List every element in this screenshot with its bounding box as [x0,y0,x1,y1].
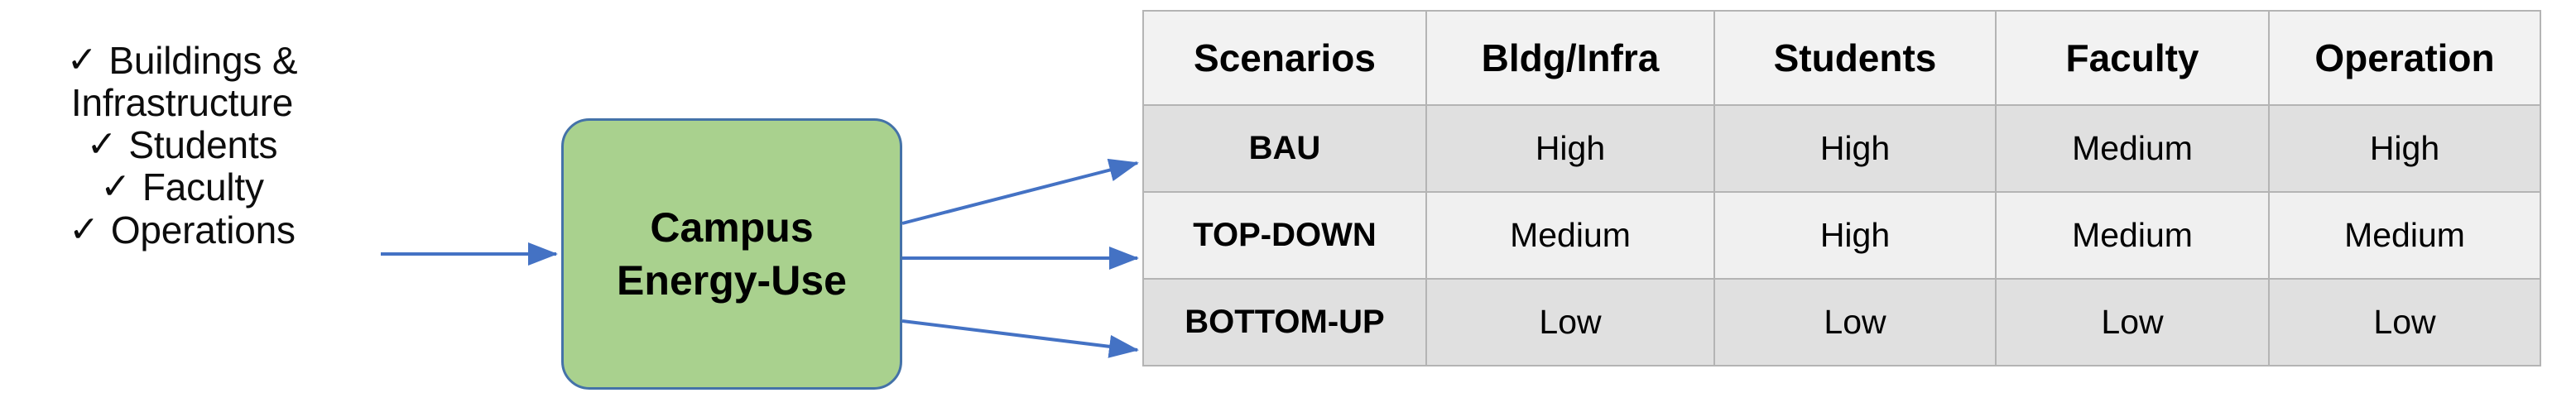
table-row: BOTTOM-UP Low Low Low Low [1142,278,2541,366]
value-cell-faculty: Low [1995,278,2270,366]
scenario-name-cell: BAU [1142,104,1427,193]
checklist-item-label: Operations [110,208,296,252]
inputs-checklist: ✓Buildings & Infrastructure ✓Students ✓F… [0,40,364,252]
column-header-students: Students [1713,10,1997,106]
arrow-process-to-bottom-up [901,319,1139,358]
value-cell-bldg-infra: Low [1425,278,1715,366]
check-icon: ✓ [69,208,99,250]
value-cell-operation: Low [2268,278,2541,366]
checklist-item-label: Students [128,122,278,166]
value-cell-operation: High [2268,104,2541,193]
check-icon: ✓ [86,123,118,165]
checklist-item-label: Faculty [142,165,264,209]
column-header-scenarios: Scenarios [1142,10,1427,106]
scenario-comparison-table: Scenarios Bldg/Infra Students Faculty Op… [1142,10,2541,366]
checklist-item-operations: ✓ Operations [0,209,364,252]
process-box-campus-energy-use[interactable]: Campus Energy-Use [561,118,902,390]
value-cell-faculty: Medium [1995,191,2270,280]
value-cell-bldg-infra: Medium [1425,191,1715,280]
check-icon: ✓ [100,166,131,208]
arrow-process-to-bau [901,158,1139,225]
checklist-item-faculty: ✓ Faculty [0,166,364,208]
checklist-item-buildings-cont: Infrastructure [0,82,364,124]
checklist-item-students: ✓Students [0,124,364,166]
table-header-row: Scenarios Bldg/Infra Students Faculty Op… [1142,10,2541,106]
value-cell-faculty: Medium [1995,104,2270,193]
value-cell-operation: Medium [2268,191,2541,280]
value-cell-bldg-infra: High [1425,104,1715,193]
value-cell-students: High [1713,191,1997,280]
table-row: BAU High High Medium High [1142,104,2541,193]
value-cell-students: High [1713,104,1997,193]
scenario-name-cell: BOTTOM-UP [1142,278,1427,366]
process-box-title-line1: Campus [650,204,814,251]
check-icon: ✓ [66,40,98,80]
process-box-title-line2: Energy-Use [617,257,847,304]
column-header-operation: Operation [2268,10,2541,106]
table-row: TOP-DOWN Medium High Medium Medium [1142,191,2541,280]
checklist-item-label: Buildings & [108,39,298,82]
column-header-faculty: Faculty [1995,10,2270,106]
checklist-item-label: Infrastructure [70,81,294,125]
value-cell-students: Low [1713,278,1997,366]
checklist-item-buildings: ✓Buildings & [0,40,364,82]
column-header-bldg-infra: Bldg/Infra [1425,10,1715,106]
scenario-name-cell: TOP-DOWN [1142,191,1427,280]
